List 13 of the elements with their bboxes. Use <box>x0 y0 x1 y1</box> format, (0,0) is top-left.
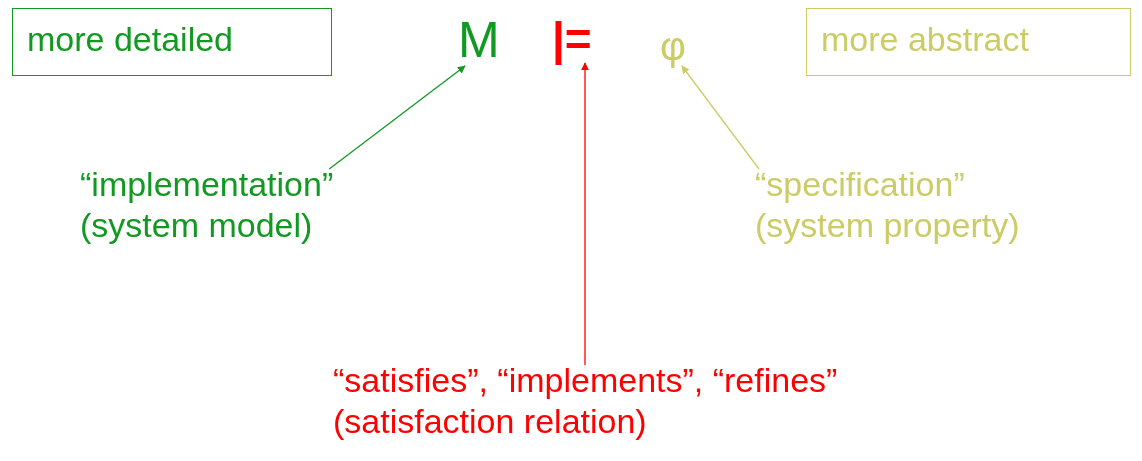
formula-symbol: |= <box>552 12 592 67</box>
arrow <box>681 65 760 170</box>
formula-symbol: M <box>458 11 500 70</box>
box-label: more abstract <box>821 19 1030 60</box>
annotation-text: “specification” (system property) <box>755 164 1021 246</box>
box-label: more detailed <box>27 19 234 60</box>
formula-symbol: φ <box>660 23 686 70</box>
arrow <box>581 62 589 366</box>
label-box <box>12 8 332 76</box>
annotation-text: “implementation” (system model) <box>80 164 335 246</box>
arrow <box>328 65 466 170</box>
annotation-text: “satisfies”, “implements”, “refines” (satisfaction relation) <box>333 360 839 442</box>
label-box <box>806 8 1131 76</box>
